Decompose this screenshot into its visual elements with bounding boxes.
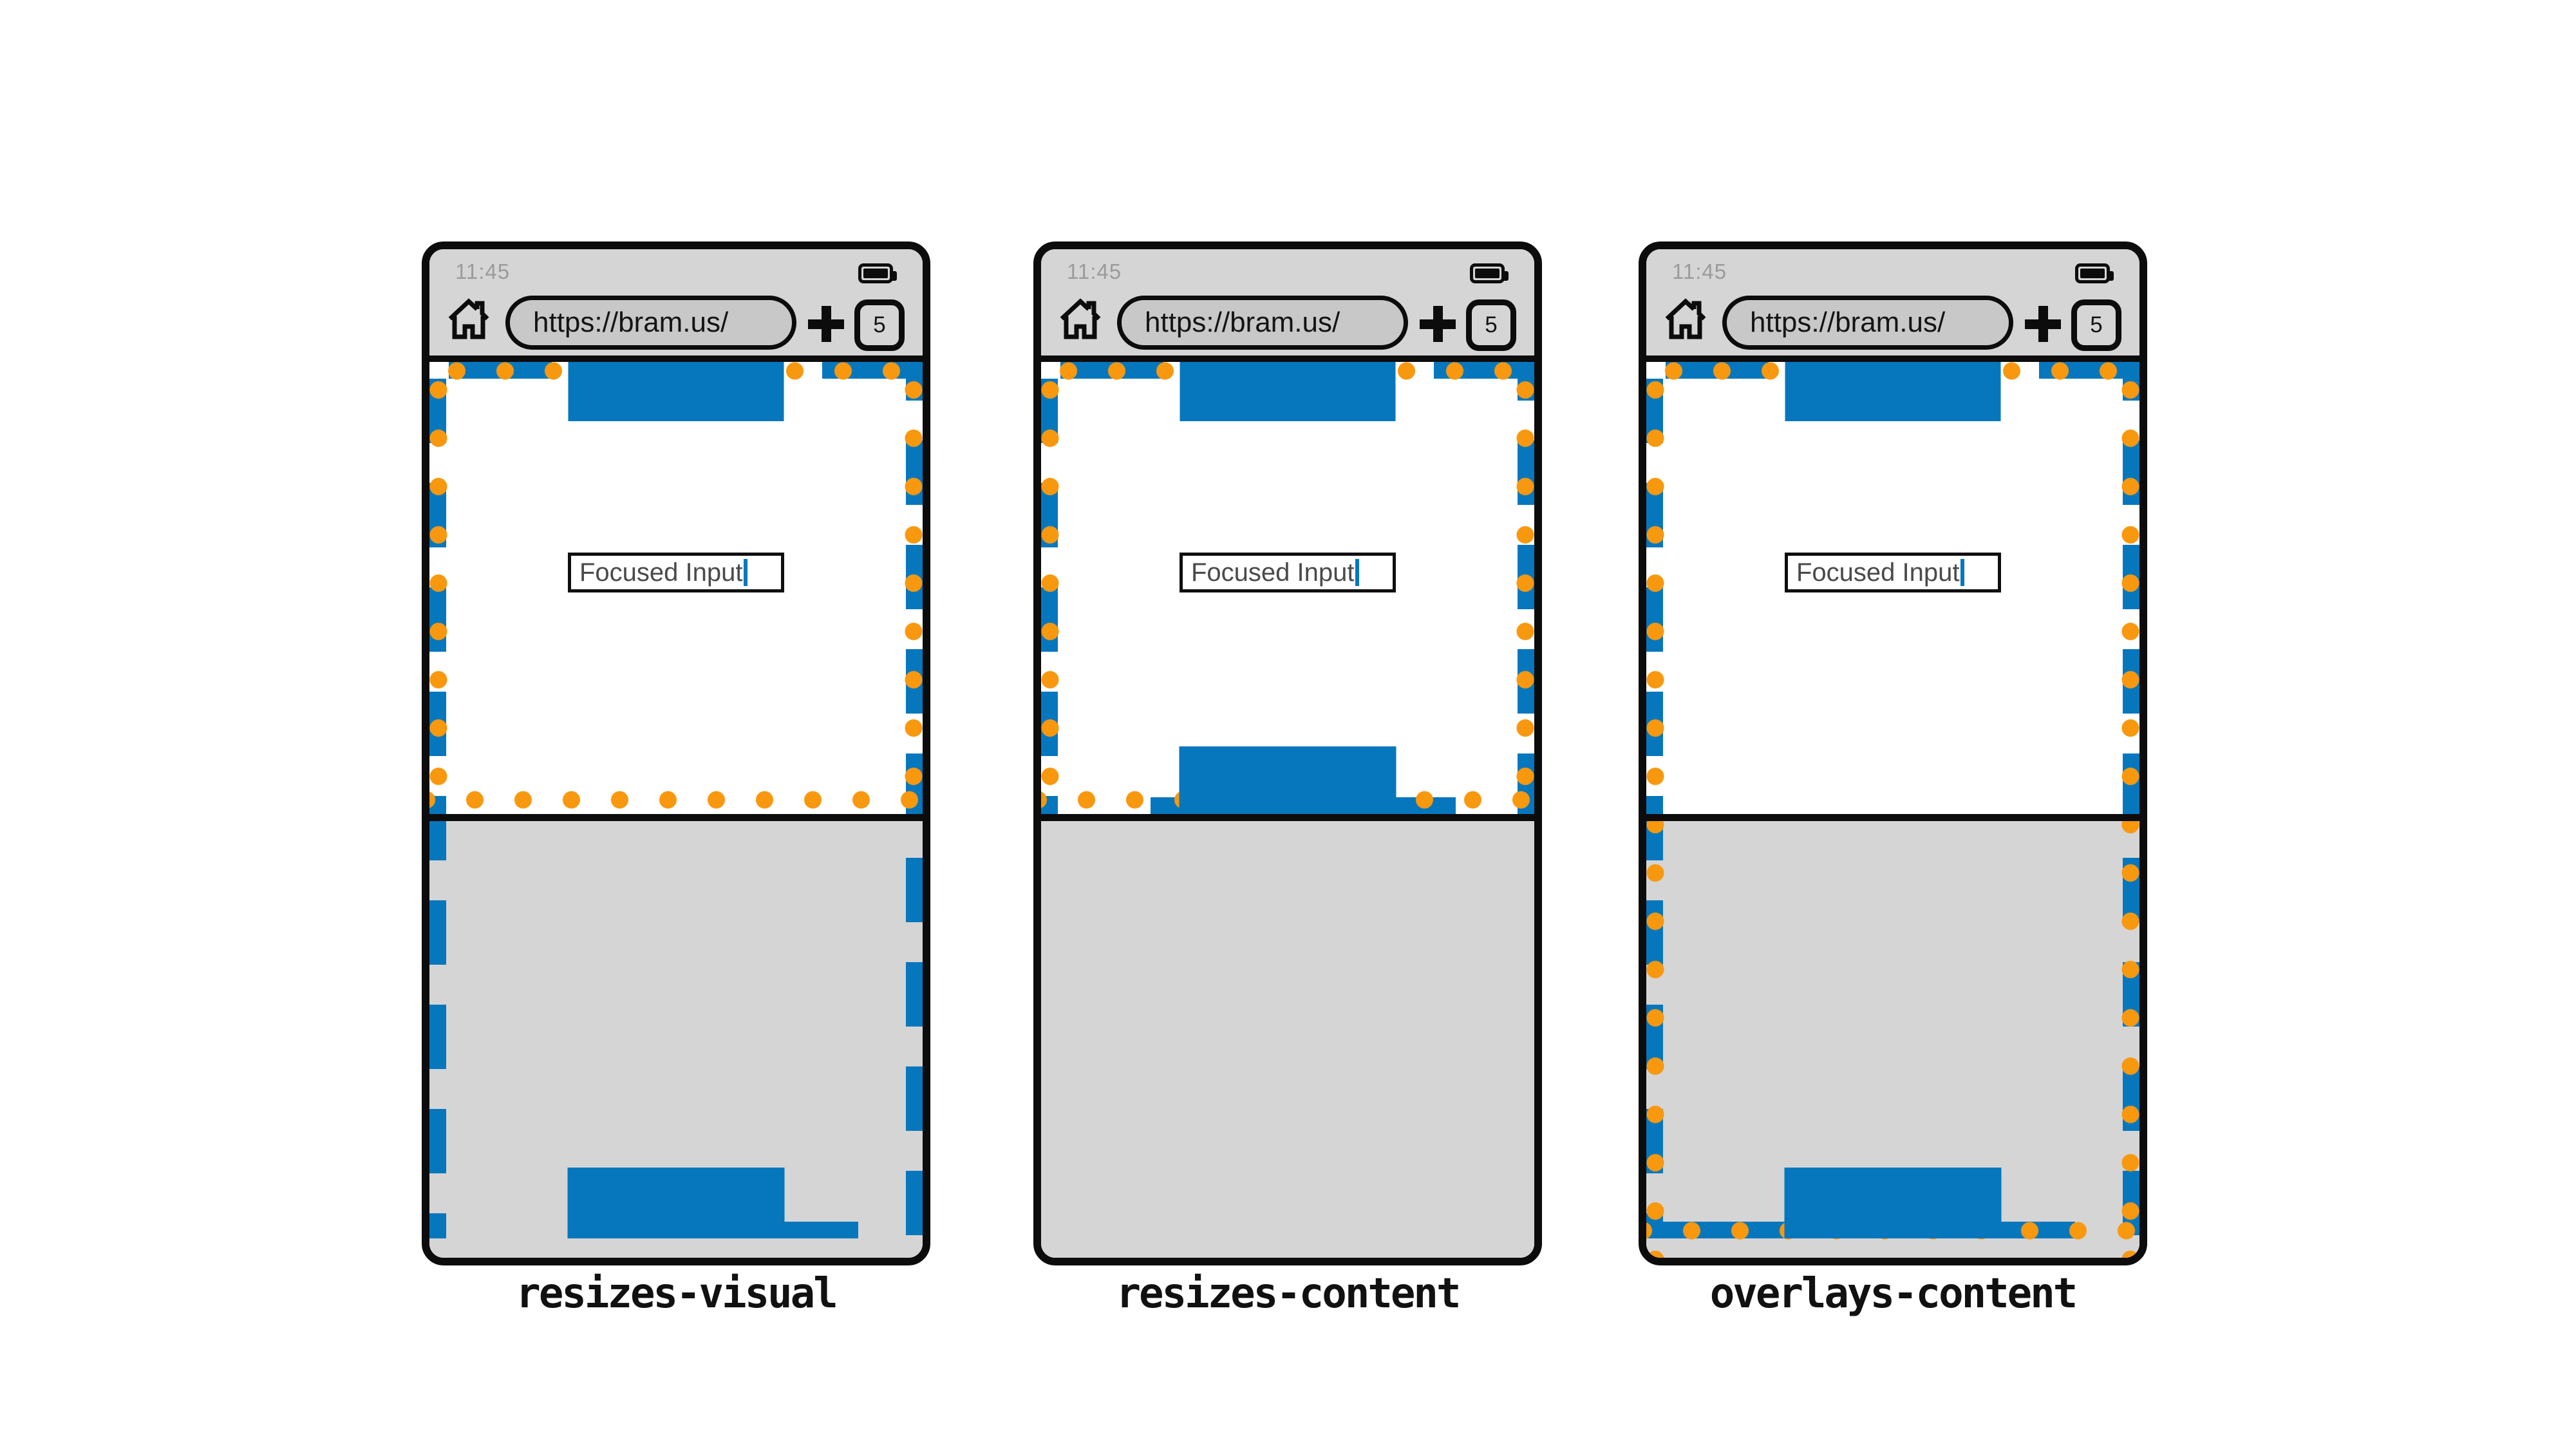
battery-fill bbox=[863, 269, 888, 278]
tab-counter-button[interactable]: 5 bbox=[2071, 299, 2121, 351]
url-text: https://bram.us/ bbox=[1145, 307, 1340, 338]
status-time: 11:45 bbox=[1672, 260, 1727, 283]
dotted-border-bottom bbox=[429, 791, 923, 809]
tab-count: 5 bbox=[1485, 312, 1498, 337]
tab-counter-button[interactable]: 5 bbox=[1466, 299, 1516, 351]
keyboard-divider bbox=[1646, 814, 2139, 821]
dotted-border-right bbox=[905, 362, 923, 814]
input-text: Focused Input bbox=[1191, 558, 1355, 587]
page-footer-bar bbox=[567, 1168, 785, 1238]
screen: Focused Input bbox=[429, 362, 923, 1258]
text-caret bbox=[1960, 559, 1964, 586]
visual-viewport-overlay bbox=[1646, 362, 2139, 1258]
input-text: Focused Input bbox=[1796, 558, 1960, 587]
phone-mockup-resizes-visual: 11:45 https://bram.us/ 5 bbox=[422, 242, 930, 1265]
status-time: 11:45 bbox=[455, 260, 511, 283]
page-footer-bar bbox=[1179, 746, 1396, 814]
dashed-border-bottom bbox=[780, 1222, 858, 1238]
url-text: https://bram.us/ bbox=[533, 307, 729, 338]
input-text: Focused Input bbox=[579, 558, 743, 587]
tab-counter-button[interactable]: 5 bbox=[854, 299, 905, 351]
battery-fill bbox=[2080, 269, 2105, 278]
dotted-border-right bbox=[1516, 362, 1534, 814]
phone-mockup-overlays-content: 11:45 https://bram.us/ 5 bbox=[1639, 242, 2147, 1265]
virtual-keyboard-area bbox=[1041, 821, 1534, 1258]
page-header-bar bbox=[1180, 362, 1396, 421]
text-caret bbox=[1355, 559, 1359, 586]
home-icon[interactable] bbox=[1059, 297, 1102, 342]
mode-label-resizes-content: resizes-content bbox=[1116, 1270, 1462, 1318]
screen: Focused Input bbox=[1646, 362, 2139, 1258]
keyboard-divider bbox=[429, 814, 923, 821]
page-header-bar bbox=[568, 362, 784, 421]
text-caret bbox=[743, 559, 747, 586]
dashed-border-bottom bbox=[429, 1222, 446, 1238]
mode-label-overlays-content: overlays-content bbox=[1709, 1270, 2078, 1318]
battery-icon bbox=[2075, 263, 2114, 283]
url-bar[interactable]: https://bram.us/ bbox=[1117, 296, 1408, 350]
battery-fill bbox=[1475, 269, 1500, 278]
focused-input[interactable]: Focused Input bbox=[1180, 553, 1396, 592]
screen: Focused Input bbox=[1041, 362, 1534, 1258]
focused-input[interactable]: Focused Input bbox=[1785, 553, 2001, 592]
focused-input[interactable]: Focused Input bbox=[568, 553, 784, 592]
plus-icon[interactable] bbox=[2025, 306, 2061, 342]
plus-icon[interactable] bbox=[808, 306, 844, 342]
dotted-border-right bbox=[2121, 362, 2139, 1258]
browser-chrome: 11:45 https://bram.us/ 5 bbox=[1041, 249, 1534, 362]
page-header-bar bbox=[1785, 362, 2001, 421]
page-footer-bar bbox=[1784, 1168, 2002, 1238]
keyboard-divider bbox=[1041, 814, 1534, 821]
browser-chrome: 11:45 https://bram.us/ 5 bbox=[1646, 249, 2139, 362]
dotted-border-left bbox=[1041, 362, 1059, 814]
battery-nub bbox=[892, 271, 897, 281]
battery-nub bbox=[1504, 271, 1509, 281]
tab-count: 5 bbox=[873, 312, 886, 337]
url-text: https://bram.us/ bbox=[1750, 307, 1946, 338]
tab-count: 5 bbox=[2090, 312, 2103, 337]
status-time: 11:45 bbox=[1067, 260, 1122, 283]
home-icon[interactable] bbox=[1664, 297, 1707, 342]
home-icon[interactable] bbox=[447, 297, 490, 342]
battery-nub bbox=[2109, 271, 2114, 281]
phone-mockup-resizes-content: 11:45 https://bram.us/ 5 bbox=[1033, 242, 1542, 1265]
url-bar[interactable]: https://bram.us/ bbox=[505, 296, 796, 350]
mode-label-resizes-visual: resizes-visual bbox=[516, 1270, 838, 1318]
battery-icon bbox=[1470, 263, 1509, 283]
battery-icon bbox=[858, 263, 897, 283]
url-bar[interactable]: https://bram.us/ bbox=[1722, 296, 2013, 350]
dotted-border-left bbox=[429, 362, 447, 814]
plus-icon[interactable] bbox=[1420, 306, 1456, 342]
dotted-border-left bbox=[1646, 362, 1664, 1258]
browser-chrome: 11:45 https://bram.us/ 5 bbox=[429, 249, 923, 362]
